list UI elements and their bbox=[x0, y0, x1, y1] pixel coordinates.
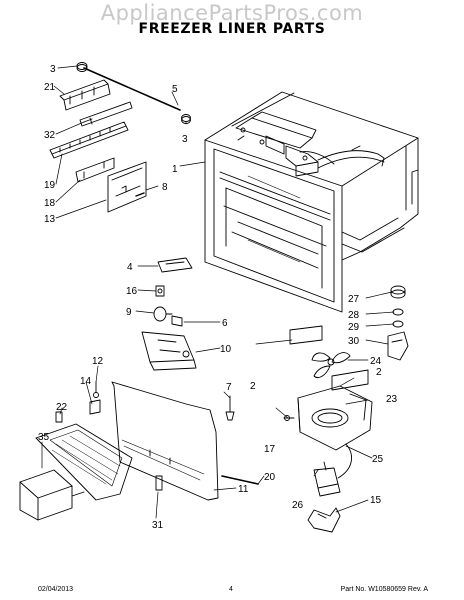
fan-assembly-drawing bbox=[283, 285, 409, 533]
callout-11: 11 bbox=[238, 484, 249, 495]
callout-10: 10 bbox=[220, 344, 232, 355]
callout-2-right: 2 bbox=[376, 367, 382, 378]
footer-part-number: Part No. W10580659 Rev. A bbox=[340, 586, 428, 593]
callout-9: 9 bbox=[126, 307, 132, 318]
callout-3-top: 3 bbox=[50, 64, 56, 75]
callout-15: 15 bbox=[370, 495, 382, 506]
callout-3-lower: 3 bbox=[182, 134, 188, 145]
callout-24: 24 bbox=[370, 356, 382, 367]
callout-2-left: 2 bbox=[250, 381, 256, 392]
callout-16: 16 bbox=[126, 286, 138, 297]
callout-4: 4 bbox=[127, 262, 133, 273]
callout-12: 12 bbox=[92, 356, 104, 367]
freezer-liner-drawing bbox=[204, 91, 419, 313]
leader-lines bbox=[41, 65, 395, 519]
callout-7: 7 bbox=[226, 382, 232, 393]
callout-29: 29 bbox=[348, 322, 360, 333]
callout-35: 35 bbox=[38, 432, 50, 443]
callout-27: 27 bbox=[348, 294, 360, 305]
callout-17: 17 bbox=[264, 444, 276, 455]
callout-26: 26 bbox=[292, 500, 304, 511]
callout-1: 1 bbox=[172, 164, 178, 175]
footer-page-number: 4 bbox=[229, 586, 233, 593]
callout-6: 6 bbox=[222, 318, 228, 329]
callout-21: 21 bbox=[44, 82, 56, 93]
callout-22: 22 bbox=[56, 402, 68, 413]
callout-5: 5 bbox=[172, 84, 178, 95]
callout-25: 25 bbox=[372, 454, 384, 465]
callout-30: 30 bbox=[348, 336, 360, 347]
callout-28: 28 bbox=[348, 310, 360, 321]
callout-13: 13 bbox=[44, 214, 56, 225]
rear-panel-drawing bbox=[19, 381, 259, 521]
slide-rod-assembly-drawing bbox=[49, 62, 191, 213]
callout-labels: 1 2 2 3 3 4 5 6 7 8 9 10 11 12 13 14 15 … bbox=[38, 64, 398, 531]
callout-31: 31 bbox=[152, 520, 164, 531]
callout-19: 19 bbox=[44, 180, 56, 191]
callout-14: 14 bbox=[80, 376, 92, 387]
footer-date: 02/04/2013 bbox=[38, 586, 74, 593]
callout-18: 18 bbox=[44, 198, 56, 209]
watermark: AppliancePartsPros.com bbox=[100, 1, 364, 25]
page-title: FREEZER LINER PARTS bbox=[138, 21, 326, 37]
small-parts-drawing bbox=[141, 257, 197, 371]
callout-32: 32 bbox=[44, 130, 56, 141]
callout-20: 20 bbox=[264, 472, 276, 483]
callout-23: 23 bbox=[386, 394, 398, 405]
callout-8: 8 bbox=[162, 182, 168, 193]
